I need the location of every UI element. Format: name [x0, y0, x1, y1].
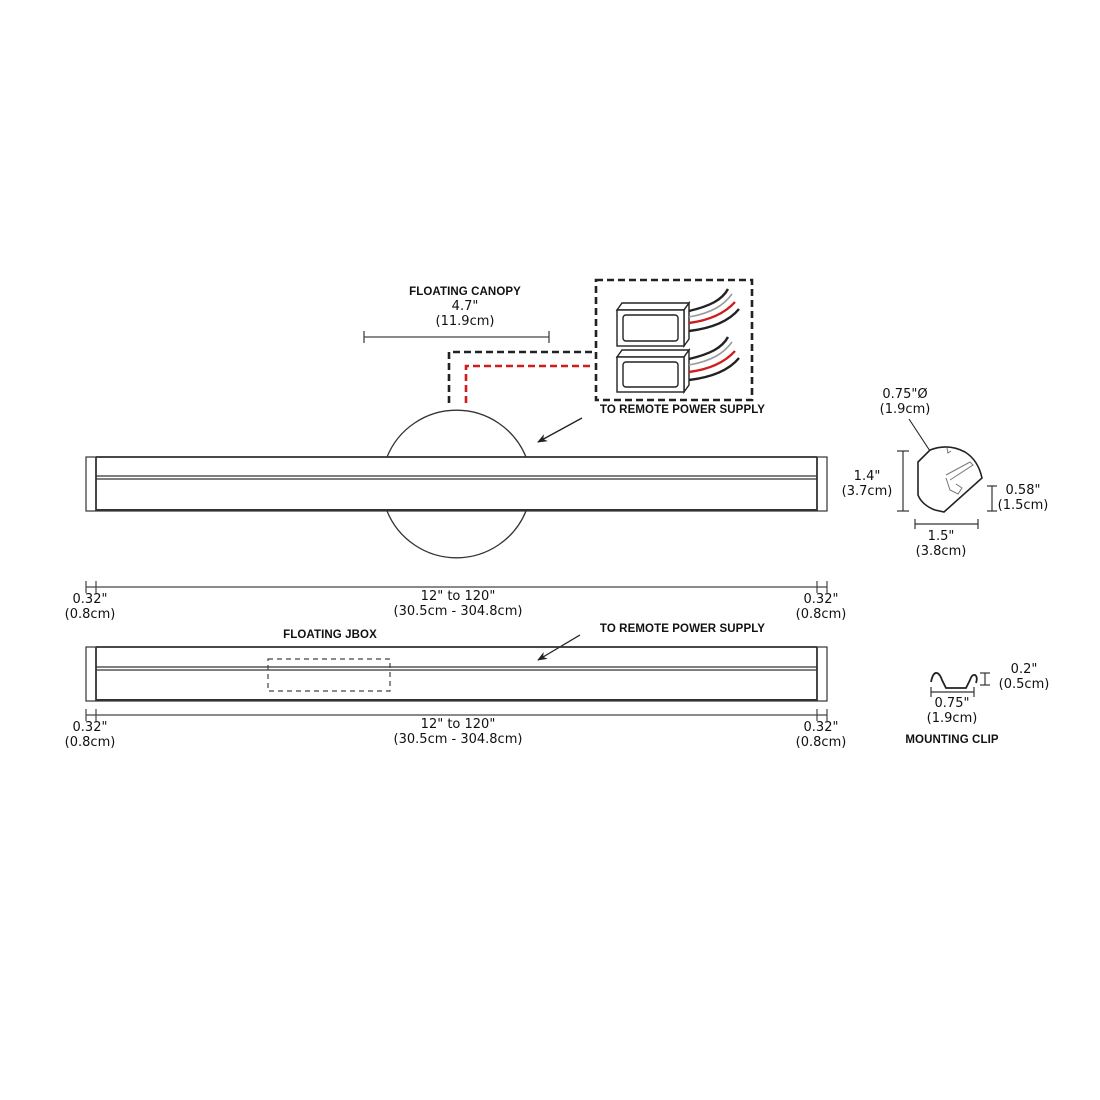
fixture-jbox-view — [85, 646, 828, 702]
profile-cross-section — [917, 446, 983, 513]
canopy-width-in: 4.7" — [451, 299, 479, 314]
clip-width-cm: (1.9cm) — [926, 711, 978, 726]
canopy-title: FLOATING CANOPY — [409, 286, 521, 298]
jbox-title: FLOATING JBOX — [283, 629, 377, 641]
jbox-length-dimension — [85, 709, 828, 721]
wire-route-red — [464, 364, 593, 403]
lens-height-dimension — [987, 485, 997, 512]
top-length-cm: (30.5cm - 304.8cm) — [393, 604, 523, 619]
clip-height-dimension — [980, 672, 990, 686]
jbox-length-in: 12" to 120" — [420, 717, 496, 732]
jbox-left-cap-in: 0.32" — [72, 720, 108, 735]
profile-diameter-cm: (1.9cm) — [879, 402, 931, 417]
jbox-outline — [267, 658, 391, 692]
lens-height-in: 0.58" — [1005, 483, 1041, 498]
top-right-cap-cm: (0.8cm) — [795, 607, 847, 622]
fixture-top-view — [85, 456, 828, 512]
clip-height-in: 0.2" — [1010, 662, 1038, 677]
canopy-width-cm: (11.9cm) — [435, 314, 495, 329]
canopy-circle — [386, 409, 527, 559]
profile-width-in: 1.5" — [927, 529, 955, 544]
top-left-cap-in: 0.32" — [72, 592, 108, 607]
driver-icon — [615, 347, 691, 395]
top-length-dimension — [85, 581, 828, 593]
lens-height-cm: (1.5cm) — [997, 498, 1049, 513]
jbox-power-supply-label: TO REMOTE POWER SUPPLY — [599, 623, 766, 635]
profile-height-in: 1.4" — [853, 469, 881, 484]
profile-width-cm: (3.8cm) — [915, 544, 967, 559]
jbox-right-cap-cm: (0.8cm) — [795, 735, 847, 750]
profile-height-cm: (3.7cm) — [841, 484, 893, 499]
power-supply-label: TO REMOTE POWER SUPPLY — [599, 404, 766, 416]
top-length-in: 12" to 120" — [420, 589, 496, 604]
profile-height-dimension — [897, 450, 909, 512]
top-left-cap-cm: (0.8cm) — [64, 607, 116, 622]
jbox-left-cap-cm: (0.8cm) — [64, 735, 116, 750]
profile-diameter-in: 0.75"Ø — [882, 387, 928, 402]
jbox-length-cm: (30.5cm - 304.8cm) — [393, 732, 523, 747]
canopy-width-dimension — [363, 331, 550, 343]
wire-route-black — [447, 350, 593, 403]
remote-power-supply-box — [594, 278, 754, 402]
clip-height-cm: (0.5cm) — [998, 677, 1050, 692]
power-supply-arrow — [537, 417, 583, 443]
mounting-clip-icon — [930, 672, 978, 689]
driver-icon — [615, 300, 691, 349]
jbox-right-cap-in: 0.32" — [803, 720, 839, 735]
mounting-clip-title: MOUNTING CLIP — [905, 734, 999, 746]
top-right-cap-in: 0.32" — [803, 592, 839, 607]
clip-width-in: 0.75" — [934, 696, 970, 711]
diameter-leader — [908, 418, 931, 452]
profile-width-dimension — [914, 519, 979, 529]
clip-width-dimension — [930, 687, 975, 697]
